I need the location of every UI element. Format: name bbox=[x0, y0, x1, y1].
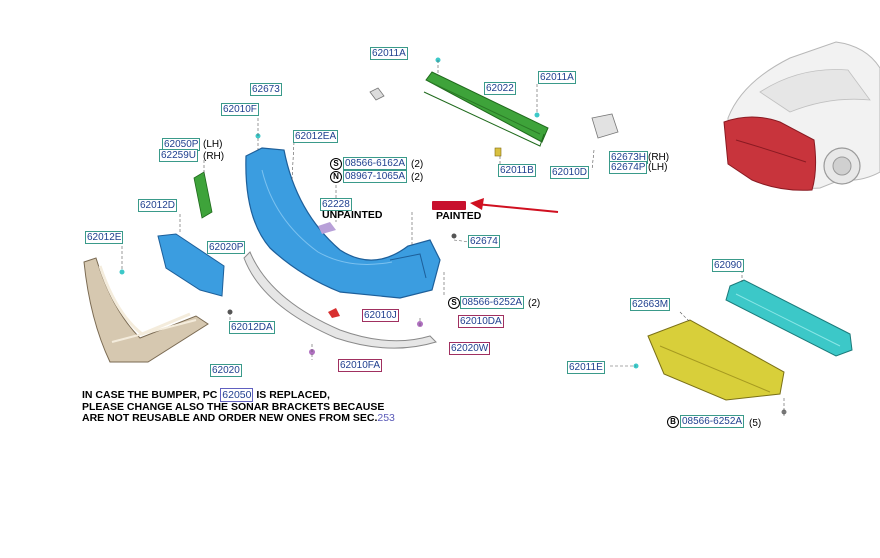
front-bumper-cover bbox=[245, 147, 441, 299]
part-label-62011E[interactable]: 62011E bbox=[567, 361, 605, 374]
part-label-62674[interactable]: 62674 bbox=[468, 235, 500, 248]
bumper-reinforcement-beam bbox=[423, 71, 549, 157]
part-label-08566-6252A-mid[interactable]: 08566-6252A bbox=[460, 296, 525, 309]
caption-painted: PAINTED bbox=[436, 210, 482, 222]
part-label-62010D[interactable]: 62010D bbox=[550, 166, 590, 179]
part-suffix-rh: (RH) bbox=[203, 151, 225, 162]
grille-surround bbox=[83, 257, 209, 363]
note-ref-62050[interactable]: 62050 bbox=[220, 388, 254, 402]
part-label-08967-1065A[interactable]: 08967-1065A bbox=[343, 170, 408, 183]
part-label-62228[interactable]: 62228 bbox=[320, 198, 352, 211]
note-line-3: ARE NOT REUSABLE AND ORDER NEW ONES FROM… bbox=[82, 412, 395, 424]
painted-pointer-arrow bbox=[470, 198, 559, 213]
part-label-62050P[interactable]: 62050P bbox=[162, 138, 201, 151]
part-label-62022[interactable]: 62022 bbox=[484, 82, 516, 95]
painted-badge bbox=[432, 201, 466, 210]
note-line-2: PLEASE CHANGE ALSO THE SONAR BRACKETS BE… bbox=[82, 400, 385, 413]
car-thumbnail bbox=[723, 41, 880, 191]
part-label-62012D[interactable]: 62012D bbox=[138, 199, 178, 212]
part-label-62011B[interactable]: 62011B bbox=[498, 164, 536, 177]
part-label-62020[interactable]: 62020 bbox=[210, 364, 242, 377]
part-label-62010DA[interactable]: 62010DA bbox=[458, 315, 504, 328]
part-suffix-lh-2: (LH) bbox=[648, 162, 668, 173]
qty-08566-6252A-low: (5) bbox=[749, 418, 762, 429]
qty-08967-1065A: (2) bbox=[411, 172, 424, 183]
energy-absorber bbox=[647, 319, 785, 401]
caption-unpainted: UNPAINTED bbox=[322, 209, 383, 221]
part-label-62010F[interactable]: 62010F bbox=[221, 103, 259, 116]
part-label-62011A-top[interactable]: 62011A bbox=[370, 47, 408, 60]
replacement-note: IN CASE THE BUMPER, PC 62050 IS REPLACED… bbox=[82, 388, 395, 425]
part-label-62012EA[interactable]: 62012EA bbox=[293, 130, 339, 143]
note-section-link[interactable]: 253 bbox=[377, 412, 395, 424]
part-suffix-lh: (LH) bbox=[203, 139, 223, 150]
part-label-62012DA[interactable]: 62012DA bbox=[229, 321, 275, 334]
part-label-62673[interactable]: 62673 bbox=[250, 83, 282, 96]
part-label-62020W[interactable]: 62020W bbox=[449, 342, 491, 355]
part-label-08566-6162A[interactable]: 08566-6162A bbox=[343, 157, 408, 170]
qty-08566-6162A: (2) bbox=[411, 159, 424, 170]
qty-08566-6252A-mid: (2) bbox=[528, 298, 541, 309]
symbol-s-bolt: S bbox=[330, 158, 342, 170]
note-line-1: IN CASE THE BUMPER, PC 62050 IS REPLACED… bbox=[82, 388, 330, 402]
part-label-62090[interactable]: 62090 bbox=[712, 259, 744, 272]
part-label-62012E[interactable]: 62012E bbox=[85, 231, 124, 244]
part-suffix-rh-2: (RH) bbox=[648, 152, 670, 163]
symbol-s-bolt-2: S bbox=[448, 297, 460, 309]
part-label-62259U[interactable]: 62259U bbox=[159, 149, 199, 162]
part-label-62011A-right[interactable]: 62011A bbox=[538, 71, 576, 84]
part-label-62010J[interactable]: 62010J bbox=[362, 309, 399, 322]
symbol-n-nut: N bbox=[330, 171, 342, 183]
part-label-62663M[interactable]: 62663M bbox=[630, 298, 671, 311]
part-label-62020P[interactable]: 62020P bbox=[207, 241, 246, 254]
part-label-62010FA[interactable]: 62010FA bbox=[338, 359, 383, 372]
lower-absorber bbox=[725, 279, 853, 357]
symbol-b-bolt: B bbox=[667, 416, 679, 428]
part-label-62674P[interactable]: 62674P bbox=[609, 161, 648, 174]
part-label-08566-6252A-low[interactable]: 08566-6252A bbox=[680, 415, 745, 428]
